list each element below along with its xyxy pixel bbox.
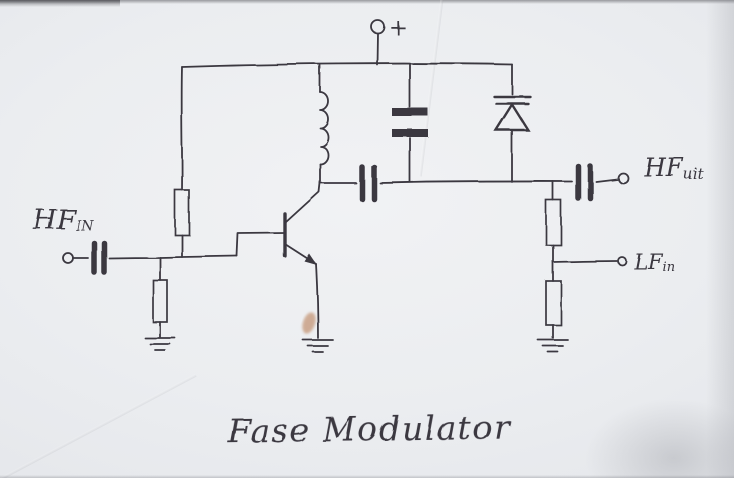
paper-shadow-corner bbox=[584, 398, 734, 478]
paper-shade-right bbox=[706, 0, 734, 478]
hf-out-label: HFuit bbox=[643, 153, 705, 183]
emitter-arrow-icon bbox=[304, 254, 317, 265]
hf-out-lead-wire bbox=[595, 178, 618, 183]
varactor-diode bbox=[493, 102, 531, 132]
bias-resistor bbox=[174, 189, 190, 236]
lf-in-lead-wire bbox=[552, 260, 618, 263]
hf-in-label-sub: IN bbox=[74, 218, 94, 234]
ground-symbol-emitter bbox=[302, 339, 334, 353]
input-shunt-resistor bbox=[152, 279, 168, 323]
lower-divider-resistor bbox=[545, 280, 562, 326]
hf-in-label: HFIN bbox=[32, 205, 94, 236]
upper-divider-resistor bbox=[545, 199, 562, 246]
lf-in-label-main: LF bbox=[633, 250, 664, 274]
ground-symbol-right bbox=[537, 339, 569, 353]
ink-layer: + bbox=[32, 16, 705, 451]
supply-plus-text: + bbox=[389, 16, 407, 41]
paper-scan-edge-top bbox=[0, 0, 734, 4]
hf-out-label-sub: uit bbox=[683, 165, 704, 183]
supply-drop-wire bbox=[376, 33, 379, 66]
ink-smudge bbox=[302, 312, 316, 334]
schematic-caption: Fase Modulator bbox=[227, 408, 513, 451]
paper-scan-corner bbox=[0, 0, 120, 7]
tank-inductor bbox=[319, 91, 329, 165]
supply-plus-label: + bbox=[389, 16, 407, 41]
hf-in-terminal bbox=[62, 252, 74, 264]
base-lead-wire bbox=[236, 232, 286, 257]
ground-symbol-left bbox=[144, 337, 176, 351]
schematic-caption-text: Fase Modulator bbox=[227, 408, 513, 451]
lf-in-terminal bbox=[617, 256, 627, 266]
output-line-wire bbox=[379, 180, 573, 184]
supply-terminal bbox=[370, 19, 386, 35]
emitter-ground-wire bbox=[315, 263, 319, 339]
output-coupling-capacitor bbox=[575, 163, 593, 201]
lf-in-label: LFin bbox=[633, 250, 675, 275]
input-coupling-capacitor bbox=[91, 240, 107, 275]
hf-out-label-main: HF bbox=[643, 153, 685, 182]
collector-coupling-capacitor bbox=[359, 164, 377, 202]
hf-in-label-main: HF bbox=[32, 205, 77, 236]
input-wire bbox=[108, 255, 238, 259]
hf-out-terminal bbox=[617, 172, 629, 184]
paper-scan-edge-bottom bbox=[0, 475, 734, 478]
supply-rail-wire bbox=[181, 62, 513, 68]
lf-in-label-sub: in bbox=[663, 260, 676, 275]
transistor-collector-wire bbox=[284, 182, 321, 224]
